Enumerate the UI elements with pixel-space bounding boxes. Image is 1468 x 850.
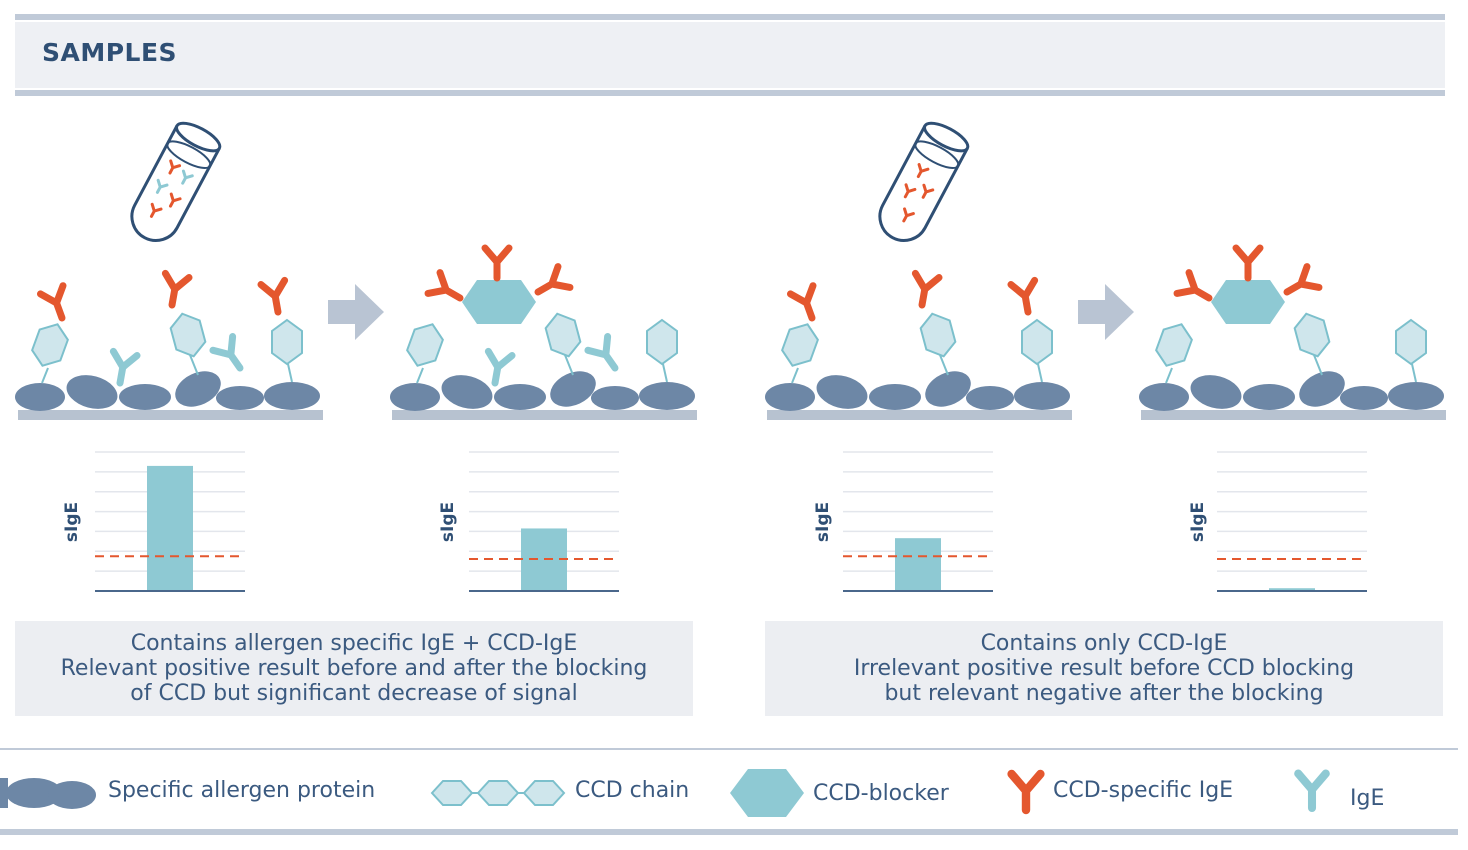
ccd-specific-ige-icon bbox=[1012, 774, 1041, 810]
top-rule bbox=[15, 14, 1445, 20]
caption-box-left: Contains allergen specific IgE + CCD-IgE… bbox=[15, 621, 693, 716]
blocker-bound-ige-group bbox=[428, 248, 1319, 308]
surface-bar bbox=[18, 410, 323, 420]
ccd-chain-icon bbox=[430, 780, 566, 806]
ccd-blocker-icon bbox=[730, 769, 804, 817]
allergen-protein-icon bbox=[0, 778, 96, 809]
ccd-blocker-icon bbox=[462, 280, 1285, 324]
caption-line: Contains only CCD-IgE bbox=[980, 631, 1228, 656]
legend-top-rule bbox=[0, 748, 1458, 750]
surface-bar bbox=[767, 410, 1072, 420]
caption-line: of CCD but significant decrease of signa… bbox=[130, 681, 578, 706]
ccd-specific-ige-group bbox=[40, 273, 1039, 322]
chart-bar bbox=[147, 465, 193, 591]
surface-bar bbox=[1141, 410, 1446, 420]
test-tube-icon bbox=[878, 121, 970, 242]
surface-bar bbox=[392, 410, 697, 420]
ige-icon bbox=[1298, 774, 1326, 809]
page-title: SAMPLES bbox=[42, 38, 178, 67]
chart-bar bbox=[1269, 588, 1315, 591]
test-tube-icon bbox=[130, 121, 222, 242]
chart-ylabel: sIgE bbox=[62, 501, 82, 543]
legend-label-ccd-blocker: CCD-blocker bbox=[813, 781, 949, 806]
allergen-protein-group bbox=[390, 371, 695, 411]
legend-label-ige: IgE bbox=[1350, 786, 1385, 811]
allergen-protein-group bbox=[15, 371, 320, 411]
legend-label-allergen: Specific allergen protein bbox=[108, 778, 376, 803]
header-band bbox=[15, 22, 1445, 88]
chart-ylabel: sIgE bbox=[813, 501, 833, 543]
bottom-rule bbox=[0, 829, 1458, 835]
chart-bar bbox=[895, 538, 941, 591]
legend-label-ccd-specific-ige: CCD-specific IgE bbox=[1053, 778, 1234, 803]
ccd-chain-group bbox=[27, 308, 1427, 384]
chart-ylabel: sIgE bbox=[1188, 501, 1208, 543]
arrow-right-icon bbox=[1078, 284, 1134, 340]
arrow-right-icon bbox=[328, 284, 384, 340]
allergen-protein-group bbox=[1139, 371, 1444, 411]
caption-line: Irrelevant positive result before CCD bl… bbox=[853, 656, 1355, 681]
header-rule bbox=[15, 90, 1445, 96]
caption-line: Relevant positive result before and afte… bbox=[60, 656, 648, 681]
caption-box-right: Contains only CCD-IgE Irrelevant positiv… bbox=[765, 621, 1443, 716]
chart-ylabel: sIgE bbox=[438, 501, 458, 543]
charts-group bbox=[95, 451, 1367, 592]
caption-line: but relevant negative after the blocking bbox=[884, 681, 1324, 706]
legend-label-ccd-chain: CCD chain bbox=[575, 778, 690, 803]
allergen-protein-group bbox=[765, 371, 1070, 411]
caption-line: Contains allergen specific IgE + CCD-IgE bbox=[130, 631, 578, 656]
